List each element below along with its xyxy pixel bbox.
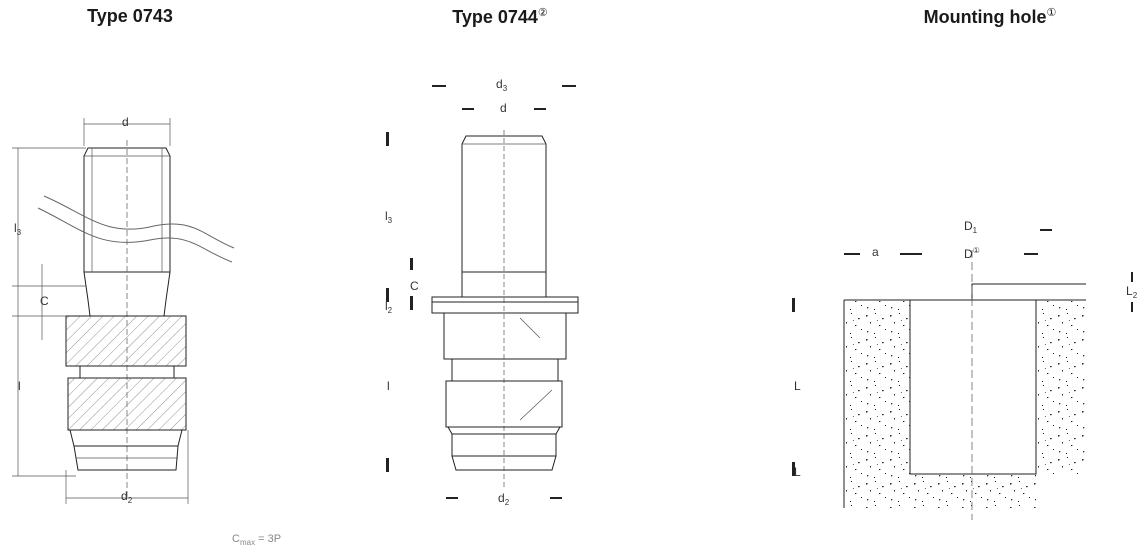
dim-tick [792,462,795,476]
body-chamfer [69,429,183,447]
hatch-mark [519,317,541,339]
label-l-hole: L [794,379,801,393]
label-d-hole: D① [964,246,980,261]
label-d-0744: d [500,101,507,115]
label-d2: d2 [121,489,133,505]
type-0743-drawing: d l3 C l d2 Cmax [12,115,281,547]
body-bottom [451,455,557,471]
collar [431,296,579,314]
body-lower [67,377,187,431]
dim-tick [386,458,389,472]
material-left [844,300,910,508]
label-d: d [122,115,129,129]
body-upper [65,315,187,367]
label-l2-0744: l2 [385,299,393,315]
break-curve [43,195,235,249]
material-right [1036,300,1086,474]
label-l2-hole: L2 [1126,284,1138,300]
title-mounting-hole: Mounting hole① [923,7,1057,27]
label-c: C [40,294,49,308]
title-type-0744: Type 0744② [452,7,548,27]
label-c-0744: C [410,279,419,293]
label-l-0744: l [387,379,390,393]
title-type-0743: Type 0743 [87,6,173,26]
hatch-mark [519,389,553,421]
mounting-hole-drawing: a D1 D① L L L2 [792,219,1138,520]
counterbore [971,283,1086,300]
dim-tick [410,258,413,270]
label-a: a [872,245,879,259]
body-lower [445,380,563,428]
dim-tick [386,132,389,146]
dim-tick [792,298,795,312]
dim-tick [386,288,389,302]
body-upper [443,312,567,360]
label-l3-0744: l3 [385,209,393,225]
dim-tick [410,296,413,310]
label-d2-0744: d2 [498,491,510,507]
hole-bore [909,299,1037,475]
label-d1: D1 [964,219,978,235]
formula-cmax: Cmax = 3P [232,533,281,547]
body-chamfer [447,426,561,435]
label-l-hole-bottom: L [794,465,801,479]
label-l: l [18,379,21,393]
label-d3: d3 [496,77,508,93]
material-bottom [910,474,1036,508]
type-0744-drawing: d3 d l3 C l2 l d2 [385,77,579,507]
body-lower-ring [451,434,557,457]
body-groove [451,358,559,382]
label-l3: l3 [14,221,22,237]
break-curve [37,207,233,263]
